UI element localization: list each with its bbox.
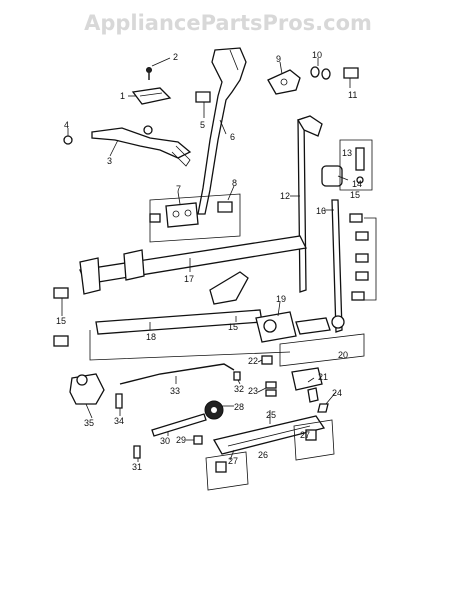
label-15-b: 15	[56, 316, 66, 326]
part-33-rod	[119, 363, 235, 385]
part-10-washers	[310, 66, 331, 80]
part-2-screw	[146, 67, 152, 80]
part-35-assembly	[69, 373, 105, 405]
callout-box-7-8	[149, 193, 241, 243]
label-20: 20	[338, 350, 348, 360]
label-7: 7	[176, 184, 181, 194]
part-34-screw	[115, 393, 123, 409]
part-16-rod	[331, 199, 343, 333]
label-12: 12	[280, 191, 290, 201]
part-labels: 1 2 3 4 5 6 7 8 9 10 11 12 13 14 15 15 1…	[56, 50, 362, 472]
label-34: 34	[114, 416, 124, 426]
label-15-a: 15	[350, 190, 360, 200]
part-29-screw	[193, 435, 203, 445]
part-27-clips	[215, 429, 317, 473]
label-27-b: 27	[300, 430, 310, 440]
label-33: 33	[170, 386, 180, 396]
label-6: 6	[230, 132, 235, 142]
label-5: 5	[200, 120, 205, 130]
label-32: 32	[234, 384, 244, 394]
label-19: 19	[276, 294, 286, 304]
part-6-arm	[197, 47, 247, 215]
label-13: 13	[342, 148, 352, 158]
label-27-a: 27	[228, 456, 238, 466]
part-21-block	[291, 367, 323, 403]
label-26: 26	[258, 450, 268, 460]
part-7-block	[165, 202, 199, 228]
part-32-screw	[233, 371, 241, 381]
label-23: 23	[248, 386, 258, 396]
label-9: 9	[276, 54, 281, 64]
label-31: 31	[132, 462, 142, 472]
part-22-plate	[261, 355, 273, 365]
label-21: 21	[318, 372, 328, 382]
part-13-14-assembly	[321, 139, 373, 191]
label-17: 17	[184, 274, 194, 284]
label-25: 25	[266, 410, 276, 420]
callout-box-20	[279, 333, 365, 367]
label-15-c: 15	[228, 322, 238, 332]
label-16: 16	[316, 206, 326, 216]
part-1-plate	[131, 87, 172, 105]
leader-lines	[61, 57, 351, 462]
label-8: 8	[232, 178, 237, 188]
part-24-screw	[317, 403, 329, 413]
label-3: 3	[107, 156, 112, 166]
part-19-bracket	[255, 311, 345, 343]
part-15-screws-right	[349, 213, 377, 301]
label-24: 24	[332, 388, 342, 398]
label-28: 28	[234, 402, 244, 412]
part-5-screw	[195, 91, 211, 103]
callout-box-26b	[293, 419, 335, 461]
label-35: 35	[84, 418, 94, 428]
part-9-bracket	[267, 69, 301, 95]
part-31-screw	[133, 445, 141, 459]
label-18: 18	[146, 332, 156, 342]
part-18-shaft	[89, 271, 291, 361]
label-29: 29	[176, 435, 186, 445]
label-22: 22	[248, 356, 258, 366]
label-30: 30	[160, 436, 170, 446]
label-14: 14	[352, 179, 362, 189]
callout-box-26a	[205, 451, 249, 491]
label-1: 1	[120, 91, 125, 101]
part-15-screws-left	[53, 287, 69, 347]
label-11: 11	[348, 90, 357, 100]
watermark: AppliancePartsPros.com	[84, 11, 372, 35]
part-28-gear	[204, 400, 224, 420]
label-4: 4	[64, 120, 69, 130]
part-12-rod	[297, 115, 323, 293]
part-30-shaft	[151, 413, 207, 437]
part-11-screw	[343, 67, 359, 79]
label-10: 10	[312, 50, 322, 60]
part-3-lever	[91, 127, 192, 167]
label-2: 2	[173, 52, 178, 62]
part-23-screws	[265, 381, 277, 397]
part-17-shaft	[79, 235, 307, 295]
